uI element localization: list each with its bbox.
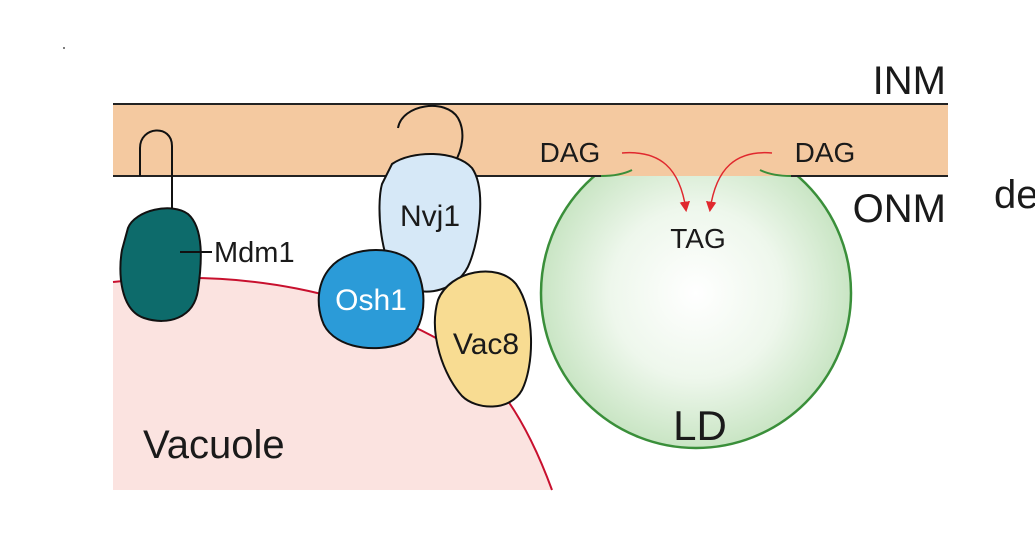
mdm1-label: Mdm1 xyxy=(214,237,295,269)
nvj1-tail xyxy=(397,104,464,163)
dag-right-arrow xyxy=(705,151,773,213)
dag-right-label: DAG xyxy=(795,137,856,168)
vacuole-label: Vacuole xyxy=(143,423,285,467)
dag-left-label: DAG xyxy=(540,137,601,168)
onm-label: ONM xyxy=(853,187,946,231)
vac8-label: Vac8 xyxy=(453,328,519,361)
mdm1-protein xyxy=(119,207,202,322)
osh1-protein xyxy=(317,249,425,350)
inm-label: INM xyxy=(873,59,946,103)
osh1-label: Osh1 xyxy=(335,284,407,317)
speck xyxy=(63,47,65,49)
envelope-overlay xyxy=(540,104,860,176)
vacuole-membrane xyxy=(112,276,553,491)
vacuole xyxy=(113,277,552,490)
tag-label: TAG xyxy=(670,223,725,254)
cut-off-text: de xyxy=(994,173,1035,217)
vac8-protein xyxy=(433,270,533,408)
nvj1-label: Nvj1 xyxy=(400,200,460,233)
dag-left-arrow xyxy=(621,151,691,213)
ld-label: LD xyxy=(673,402,727,449)
ld-neck-edge xyxy=(600,169,792,177)
mdm1-tail xyxy=(139,129,173,210)
